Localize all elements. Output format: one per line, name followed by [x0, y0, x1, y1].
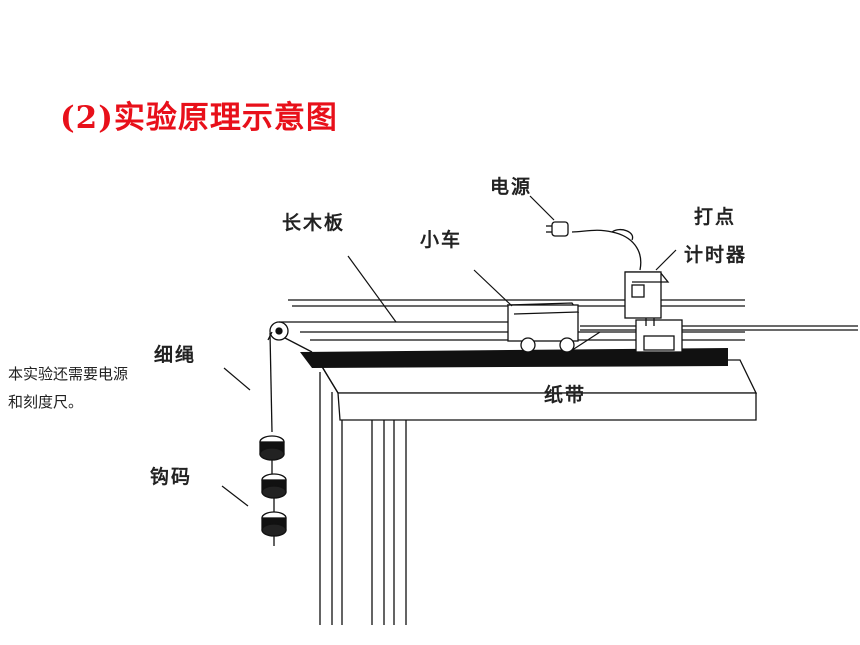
leader-tape: [559, 331, 601, 359]
hook-weights: [259, 435, 287, 546]
label-string: 细绳: [154, 344, 197, 366]
cart-body: [507, 304, 579, 342]
cart-wheel: [520, 337, 536, 353]
power-cord: [571, 229, 642, 271]
leader-weights: [221, 485, 249, 507]
board-front-strip: [300, 348, 728, 368]
side-note: 本实验还需要电源和刻度尺。: [8, 365, 129, 411]
label-power: 电源: [490, 176, 533, 198]
leader-cart: [473, 269, 513, 307]
page-title: (2)实验原理示意图: [60, 100, 338, 136]
power-plug: [546, 221, 569, 237]
table-front: [337, 392, 757, 421]
label-timer-2: 计时器: [684, 244, 748, 266]
label-board: 长木板: [282, 212, 346, 234]
label-weights: 钩码: [150, 466, 193, 488]
leader-timer: [655, 249, 677, 271]
leader-board: [347, 255, 397, 323]
label-timer-1: 打点: [694, 206, 737, 228]
label-cart: 小车: [420, 229, 463, 251]
leader-power: [529, 195, 555, 221]
label-tape: 纸带: [544, 384, 587, 406]
string-vertical: [269, 332, 273, 433]
leader-string: [223, 367, 251, 391]
